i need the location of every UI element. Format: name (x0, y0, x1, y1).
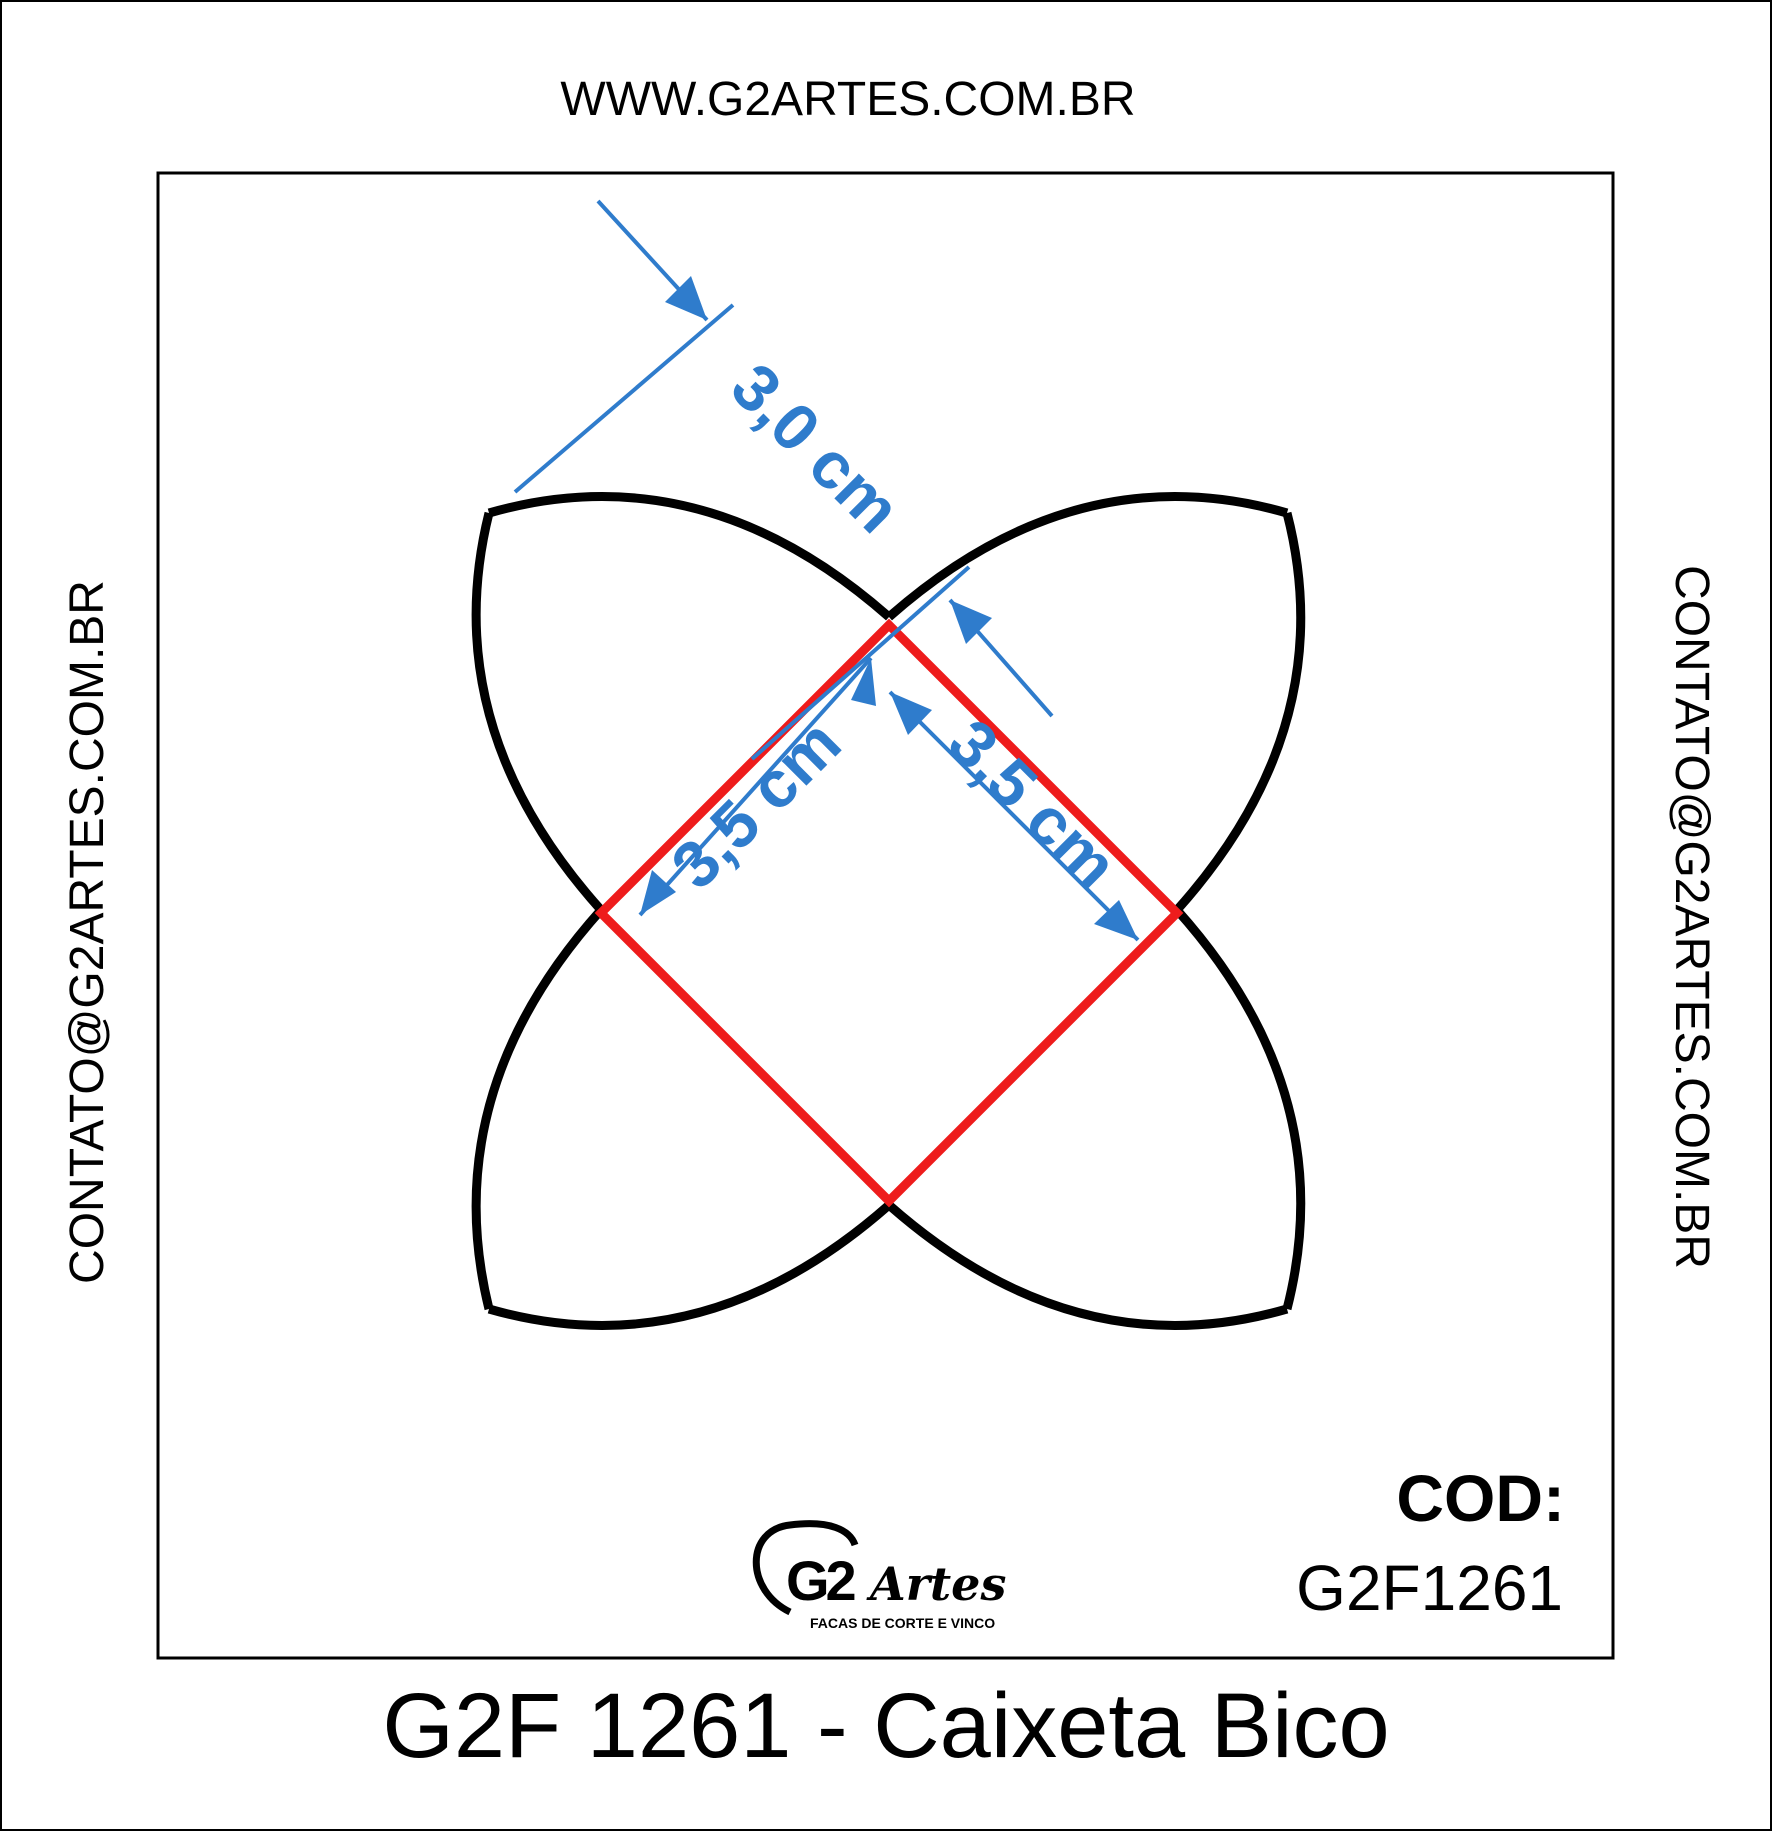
flap-arrow-top (665, 276, 707, 320)
right-lower-petal-arc (1173, 906, 1306, 1311)
logo-mark: G2 (786, 1549, 855, 1612)
side-b-arrow-bottom (1094, 900, 1138, 940)
flap-arrow-bottom (950, 600, 992, 644)
base-square (594, 618, 1184, 1208)
g2-artes-logo: G2 Artes FACAS DE CORTE E VINCO (752, 1520, 1006, 1631)
dimension-arrows (640, 276, 1138, 940)
right-upper-petal-arc (1173, 511, 1306, 914)
side-b-label: 3,5 cm (934, 705, 1132, 903)
side-a-arrow-top (851, 658, 876, 706)
logo-script: Artes (866, 1557, 1006, 1611)
side-a-label: 3,5 cm (657, 705, 855, 903)
code-label: COD: (1396, 1461, 1565, 1535)
flap-extension-line-lower (750, 565, 971, 761)
bottom-right-petal-arc (886, 1201, 1289, 1330)
logo-tagline: FACAS DE CORTE E VINCO (810, 1615, 995, 1631)
left-lower-petal-arc (471, 906, 605, 1311)
contact-email-left: CONTATO@G2ARTES.COM.BR (61, 580, 114, 1284)
top-left-petal-arc (487, 492, 892, 621)
flap-height-label: 3,0 cm (717, 349, 915, 547)
drawing-frame (156, 171, 1615, 1660)
flap-extension-line (513, 303, 735, 494)
logo-swoosh (752, 1520, 859, 1616)
template-title: G2F 1261 - Caixeta Bico (382, 1675, 1389, 1777)
side-b-dimension-line (888, 690, 1140, 942)
contact-email-right: CONTATO@G2ARTES.COM.BR (1665, 565, 1718, 1269)
left-upper-petal-arc (471, 511, 605, 914)
bottom-left-petal-arc (487, 1201, 892, 1330)
cut-outline (471, 492, 1306, 1330)
top-right-petal-arc (886, 492, 1289, 621)
side-b-arrow-top (890, 692, 932, 735)
code-value: G2F1261 (1296, 1552, 1563, 1624)
website-url: WWW.G2ARTES.COM.BR (560, 73, 1135, 126)
side-a-dimension-line (638, 656, 873, 917)
side-a-arrow-bottom (640, 870, 676, 915)
